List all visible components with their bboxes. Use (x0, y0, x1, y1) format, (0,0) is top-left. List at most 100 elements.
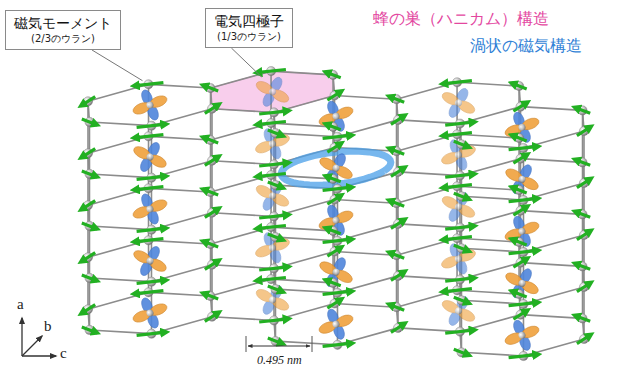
quadrupole (499, 314, 544, 357)
moment-arrow (391, 271, 405, 280)
moment-arrow (454, 297, 469, 303)
moment-arrow (134, 291, 164, 294)
moment-arrow (268, 182, 283, 188)
moment-arrow (325, 228, 340, 234)
quadrupole (435, 288, 482, 333)
moment-arrow (577, 283, 591, 292)
uranium-atom (517, 123, 526, 132)
quadrupole (313, 303, 358, 346)
vortex-ring-path (281, 151, 391, 185)
quadrupole (127, 291, 172, 334)
moment-arrow (134, 239, 164, 242)
moment-arrow (509, 354, 539, 357)
moment-arrow (391, 219, 405, 228)
moment-arrow (256, 174, 286, 177)
uranium-atom (145, 204, 154, 213)
moment-arrow (454, 193, 469, 199)
moment-arrow (509, 198, 539, 201)
lattice-edge (335, 252, 397, 256)
moment-arrow (259, 111, 289, 114)
uranium-atom (268, 139, 277, 148)
quadrupole (249, 173, 296, 218)
lattice-edge (335, 200, 397, 204)
moment-arrow (327, 247, 341, 256)
uranium-atom (517, 279, 526, 288)
quadrupole (435, 184, 482, 229)
moment-arrow (513, 258, 527, 267)
moment-arrow (513, 102, 527, 111)
moment-arrow (259, 163, 289, 166)
moment-arrow (442, 237, 472, 240)
moment-arrow (389, 200, 404, 206)
moment-arrows (81, 70, 591, 358)
moment-arrow (205, 104, 219, 113)
moment-arrow (134, 83, 164, 86)
moment-arrow (575, 211, 590, 217)
moment-arrow (256, 70, 286, 73)
quadrupole (250, 226, 295, 269)
structure-label: 蜂の巣（ハニカム）構造 (373, 10, 549, 28)
dimension-tick (312, 336, 313, 352)
quadrupole (250, 122, 295, 165)
moment-arrow (268, 234, 283, 240)
uranium-atom (454, 150, 463, 159)
moment-arrow (454, 141, 469, 147)
uranium-atom (145, 152, 154, 161)
moment-arrow (205, 260, 219, 269)
moment-arrow (575, 107, 590, 113)
moment-arrow (137, 176, 167, 179)
axis-arrows (22, 318, 56, 356)
uranium-atom (145, 308, 154, 317)
uranium-atom (517, 331, 526, 340)
box-title: 電気四極子 (214, 12, 284, 30)
moment-arrow (327, 91, 341, 100)
uranium-atom (268, 295, 277, 304)
uranium-atom (331, 163, 340, 172)
uranium-atom (331, 112, 340, 121)
moment-arrow (205, 312, 219, 321)
axis-label: b (44, 318, 52, 335)
moment-arrow (577, 179, 591, 188)
moment-arrow (81, 253, 95, 262)
moment-arrow (577, 127, 591, 136)
moment-arrow (323, 343, 353, 346)
moment-arrow (256, 278, 286, 281)
axis-label: c (60, 345, 67, 362)
lattice-edge (521, 263, 583, 267)
moment-arrow (81, 97, 95, 106)
moment-arrow (203, 137, 218, 143)
uranium-atom (331, 320, 340, 329)
uranium-atom (517, 227, 526, 236)
uranium-atom (145, 100, 154, 109)
moment-arrow (256, 226, 286, 229)
moment-arrow (511, 239, 526, 245)
moment-arrow (391, 167, 405, 176)
moment-arrow (442, 289, 472, 292)
moment-arrow (325, 176, 340, 182)
moment-arrow (259, 267, 289, 270)
moment-arrow (511, 135, 526, 141)
moment-arrow (323, 135, 353, 138)
moment-arrow (513, 310, 527, 319)
quadrupole (436, 237, 481, 280)
moment-arrow (203, 85, 218, 91)
moment-arrow (445, 174, 475, 177)
moment-arrow (445, 330, 475, 333)
label-box: 磁気モーメント(2/3のウラン) (5, 10, 121, 50)
quadrupole-orbitals (127, 69, 546, 357)
moment-arrow (325, 124, 340, 130)
moment-arrow (577, 335, 591, 344)
moment-arrow (445, 278, 475, 281)
lattice-lines (88, 71, 584, 356)
uranium-atom (268, 87, 277, 96)
box-subtitle: (2/3のウラン) (14, 32, 112, 45)
quadrupole (127, 83, 172, 126)
uranium-atom (454, 306, 463, 315)
moment-arrow (81, 149, 95, 158)
moment-arrow (323, 187, 353, 190)
quadrupole (313, 146, 360, 191)
moment-arrow (205, 156, 219, 165)
moment-arrow (509, 250, 539, 253)
uranium-atom (454, 202, 463, 211)
